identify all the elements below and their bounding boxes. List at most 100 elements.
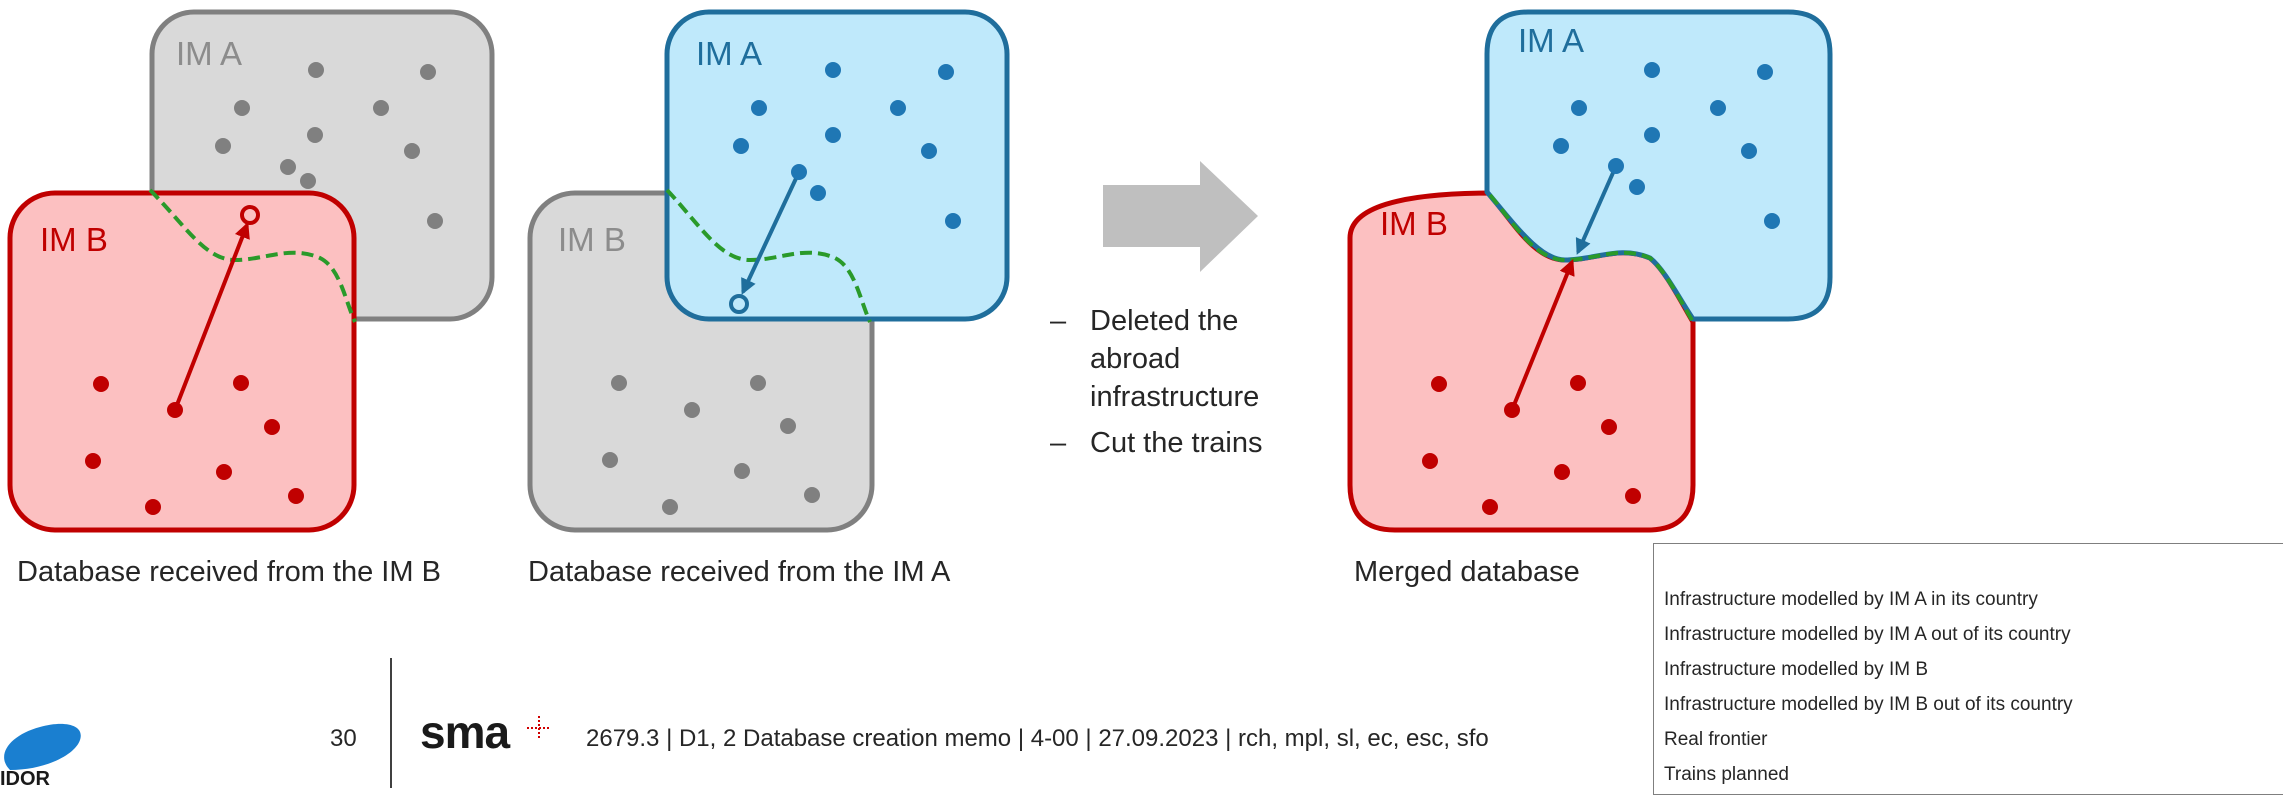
im-b-grey-dots [602,375,820,515]
dot [85,453,101,469]
dot [750,375,766,391]
dot [1570,375,1586,391]
dot [300,173,316,189]
legend-list: Infrastructure modelled by IM A in its c… [1664,582,2073,792]
dot [921,143,937,159]
caption-imb: Database received from the IM B [17,556,441,588]
step-text: Cut the trains [1090,427,1263,459]
dot [216,464,232,480]
dot [373,100,389,116]
im-b-label: IM B [1380,205,1448,242]
step-dash: – [1050,427,1067,459]
dot [945,213,961,229]
dot [1431,376,1447,392]
process-steps: – Deleted the abroad infrastructure – Cu… [1050,302,1290,470]
dot [427,213,443,229]
im-a-label: IM A [696,35,762,72]
im-a-dots [1553,62,1780,229]
dot [1625,488,1641,504]
abroad-node-hollow [729,294,749,314]
im-b-dots [1422,375,1641,515]
dot [602,452,618,468]
document-reference: 2679.3 | D1, 2 Database creation memo | … [586,725,1489,752]
dot [264,419,280,435]
dot [288,488,304,504]
panel-imb: IM A IM B [7,9,495,533]
legend-row: Real frontier [1664,729,1768,750]
legend-row: Infrastructure modelled by IM B out of i… [1664,694,2073,715]
train-origin-dot [1504,402,1520,418]
train-arrow-blue [1575,165,1618,255]
dot [662,499,678,515]
dot [280,159,296,175]
legend-row: Trains planned [1664,764,1789,785]
step-text: Deleted the abroad infrastructure [1090,305,1260,413]
real-frontier [665,188,872,323]
dot [1571,100,1587,116]
im-a-label: IM A [1518,22,1584,59]
dot [234,100,250,116]
sma-plus-icon [527,716,551,740]
dot [611,375,627,391]
panel-ima: IM B IM A [527,9,1010,533]
train-arrow-red [1510,259,1575,411]
dot [1757,64,1773,80]
caption-ima: Database received from the IM A [528,556,951,588]
dot [1554,464,1570,480]
dot [825,127,841,143]
real-frontier [1488,193,1695,324]
panel-merged: IM A IM B [1347,9,1833,533]
dot [307,127,323,143]
dot [145,499,161,515]
dot [825,62,841,78]
company-logo-icon [4,723,81,770]
dot [93,376,109,392]
dot [890,100,906,116]
step-item: – Cut the trains [1050,424,1290,462]
train-origin-dot [791,164,807,180]
im-a-grey-dots [215,62,443,229]
legend-row: Infrastructure modelled by IM A out of i… [1664,624,2071,645]
dot [733,138,749,154]
sma-logo: sma [420,706,510,758]
step-item: – Deleted the abroad infrastructure [1050,302,1290,416]
legend-row: Infrastructure modelled by IM A in its c… [1664,589,2038,610]
dot [1553,138,1569,154]
dot [1710,100,1726,116]
im-a-box [664,9,1010,322]
im-b-label: IM B [558,221,626,258]
im-b-label: IM B [40,221,108,258]
dot [1764,213,1780,229]
dot [804,487,820,503]
dot [1482,499,1498,515]
company-logo-text: IDOR [0,768,50,790]
train-arrow [741,171,801,295]
dot [1629,179,1645,195]
dot [734,463,750,479]
caption-merged: Merged database [1354,556,1580,588]
legend-box: Infrastructure modelled by IM A in its c… [1653,543,2283,795]
dot [404,143,420,159]
page-number: 30 [330,725,357,752]
im-a-dots [733,62,961,229]
dot [751,100,767,116]
dot [938,64,954,80]
dot [810,185,826,201]
dot [1644,127,1660,143]
im-b-dots [85,375,304,515]
dot [420,64,436,80]
dot [215,138,231,154]
dot [308,62,324,78]
dot [684,402,700,418]
step-dash: – [1050,305,1067,337]
real-frontier [148,188,357,323]
im-a-label: IM A [176,35,242,72]
dot [1422,453,1438,469]
footer-divider [390,658,392,788]
dot [1601,419,1617,435]
process-arrow-icon [1103,161,1258,272]
dot [780,418,796,434]
abroad-node-hollow [240,205,260,225]
im-b-box [7,190,357,533]
dot [233,375,249,391]
